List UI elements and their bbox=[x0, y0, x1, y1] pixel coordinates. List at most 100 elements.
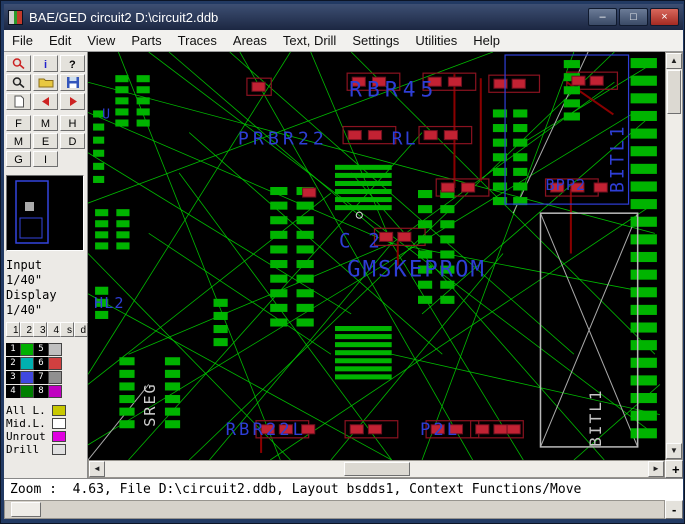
input-grid-value[interactable]: 1/40" bbox=[6, 273, 85, 288]
part-label: RL bbox=[392, 129, 418, 150]
grid-settings: Input1/40"Display1/40" bbox=[6, 258, 85, 318]
palette-number-2: 2 bbox=[6, 357, 20, 370]
palette-number-3: 3 bbox=[6, 371, 20, 384]
menu-edit[interactable]: Edit bbox=[41, 30, 79, 51]
palette-swatch-7[interactable] bbox=[48, 371, 62, 384]
scroll-down-button[interactable]: ▼ bbox=[666, 443, 682, 459]
vertical-scroll-thumb[interactable] bbox=[667, 70, 681, 114]
quick-button-4[interactable]: 4 bbox=[47, 322, 61, 337]
quick-button-1[interactable]: 1 bbox=[6, 322, 20, 337]
letter-button-d[interactable]: D bbox=[60, 133, 85, 149]
save-icon[interactable] bbox=[60, 74, 85, 91]
part-label: P2L bbox=[420, 420, 460, 440]
part-label: RBR22L bbox=[226, 420, 306, 440]
part-label: C 2 bbox=[339, 229, 383, 252]
window-title: BAE/GED circuit2 D:\circuit2.ddb bbox=[29, 10, 588, 25]
quick-button-s[interactable]: s bbox=[60, 322, 74, 337]
part-label: BPP2 bbox=[546, 176, 587, 194]
menu-traces[interactable]: Traces bbox=[170, 30, 225, 51]
quick-button-row: 1 2 3 4 s d bbox=[6, 322, 85, 337]
menu-text-drill[interactable]: Text, Drill bbox=[275, 30, 344, 51]
part-label: U bbox=[102, 108, 110, 123]
scroll-up-button[interactable]: ▲ bbox=[666, 53, 682, 69]
undo-icon[interactable] bbox=[33, 93, 58, 110]
layer-toggle-drill[interactable]: Drill bbox=[6, 443, 85, 456]
magnifier-icon[interactable] bbox=[6, 74, 31, 91]
svg-text:?: ? bbox=[69, 59, 76, 70]
palette-swatch-3[interactable] bbox=[20, 371, 34, 384]
layer-swatch-mid[interactable] bbox=[52, 418, 66, 429]
input-label: Input bbox=[6, 258, 85, 273]
quick-button-d[interactable]: d bbox=[74, 322, 88, 337]
title-bar[interactable]: BAE/GED circuit2 D:\circuit2.ddb – □ × bbox=[4, 4, 683, 30]
part-label: GMSKEPROM bbox=[347, 257, 486, 283]
palette-swatch-4[interactable] bbox=[20, 385, 34, 398]
close-button[interactable]: × bbox=[650, 8, 679, 26]
layer-swatch-drill[interactable] bbox=[52, 444, 66, 455]
redo-icon[interactable] bbox=[60, 93, 85, 110]
palette-swatch-6[interactable] bbox=[48, 357, 62, 370]
zoom-icon[interactable] bbox=[6, 55, 31, 72]
layer-swatch-unrout[interactable] bbox=[52, 431, 66, 442]
menu-settings[interactable]: Settings bbox=[344, 30, 407, 51]
letter-button-m1[interactable]: M bbox=[33, 115, 58, 131]
layer-toggles: All L. Mid.L. Unrout Drill bbox=[6, 404, 85, 456]
palette-number-4: 4 bbox=[6, 385, 20, 398]
menu-file[interactable]: File bbox=[4, 30, 41, 51]
letter-button-h[interactable]: H bbox=[60, 115, 85, 131]
menu-parts[interactable]: Parts bbox=[123, 30, 169, 51]
menu-help[interactable]: Help bbox=[465, 30, 508, 51]
part-label: BITL1 bbox=[586, 388, 605, 447]
vertical-scrollbar[interactable]: ▲ ▼ bbox=[665, 52, 683, 460]
palette-swatch-5[interactable] bbox=[48, 343, 62, 356]
text-scroll-thumb[interactable] bbox=[11, 502, 41, 517]
app-icon bbox=[8, 10, 23, 25]
zoom-out-button[interactable]: - bbox=[665, 500, 683, 519]
letter-button-grid: F M H M E D G I bbox=[6, 115, 85, 167]
svg-text:i: i bbox=[44, 59, 47, 70]
pcb-canvas[interactable]: RBR45 PRBR22 RL BPP2 C 2 GMSKEPROM RBR22… bbox=[88, 52, 665, 460]
help-icon[interactable]: ? bbox=[60, 55, 85, 72]
new-sheet-icon[interactable] bbox=[6, 93, 31, 110]
palette-number-5: 5 bbox=[34, 343, 48, 356]
letter-button-f[interactable]: F bbox=[6, 115, 31, 131]
scroll-left-button[interactable]: ◄ bbox=[89, 461, 105, 477]
letter-button-i[interactable]: I bbox=[33, 151, 58, 167]
quick-button-3[interactable]: 3 bbox=[33, 322, 47, 337]
board-overview-preview[interactable] bbox=[6, 175, 84, 251]
layer-swatch-all[interactable] bbox=[52, 405, 66, 416]
palette-swatch-8[interactable] bbox=[48, 385, 62, 398]
maximize-button[interactable]: □ bbox=[619, 8, 648, 26]
display-label: Display bbox=[6, 288, 85, 303]
menu-areas[interactable]: Areas bbox=[225, 30, 275, 51]
info-icon[interactable]: i bbox=[33, 55, 58, 72]
palette-number-8: 8 bbox=[34, 385, 48, 398]
text-window-scrollbar[interactable] bbox=[4, 500, 665, 519]
open-folder-icon[interactable] bbox=[33, 74, 58, 91]
display-grid-value[interactable]: 1/40" bbox=[6, 303, 85, 318]
minimize-button[interactable]: – bbox=[588, 8, 617, 26]
layer-toggle-mid-layers[interactable]: Mid.L. bbox=[6, 417, 85, 430]
layer-toggle-unroutes[interactable]: Unrout bbox=[6, 430, 85, 443]
part-label: BITL1 bbox=[607, 123, 628, 193]
palette-swatch-1[interactable] bbox=[20, 343, 34, 356]
horizontal-scroll-thumb[interactable] bbox=[344, 462, 410, 476]
letter-button-g[interactable]: G bbox=[6, 151, 31, 167]
color-palette: 1 5 2 6 3 7 4 8 bbox=[6, 343, 85, 399]
part-label: RBR45 bbox=[349, 76, 438, 101]
letter-button-m2[interactable]: M bbox=[6, 133, 31, 149]
part-label: PRBR22 bbox=[238, 129, 328, 150]
zoom-in-button[interactable]: + bbox=[665, 460, 683, 478]
letter-button-e[interactable]: E bbox=[33, 133, 58, 149]
preview-graphic bbox=[7, 176, 83, 250]
quick-button-2[interactable]: 2 bbox=[20, 322, 34, 337]
palette-swatch-2[interactable] bbox=[20, 357, 34, 370]
menu-view[interactable]: View bbox=[79, 30, 123, 51]
palette-number-1: 1 bbox=[6, 343, 20, 356]
horizontal-scrollbar[interactable]: ◄ ► bbox=[88, 460, 665, 478]
scroll-right-button[interactable]: ► bbox=[648, 461, 664, 477]
palette-number-6: 6 bbox=[34, 357, 48, 370]
menu-utilities[interactable]: Utilities bbox=[407, 30, 465, 51]
layer-toggle-all-layers[interactable]: All L. bbox=[6, 404, 85, 417]
